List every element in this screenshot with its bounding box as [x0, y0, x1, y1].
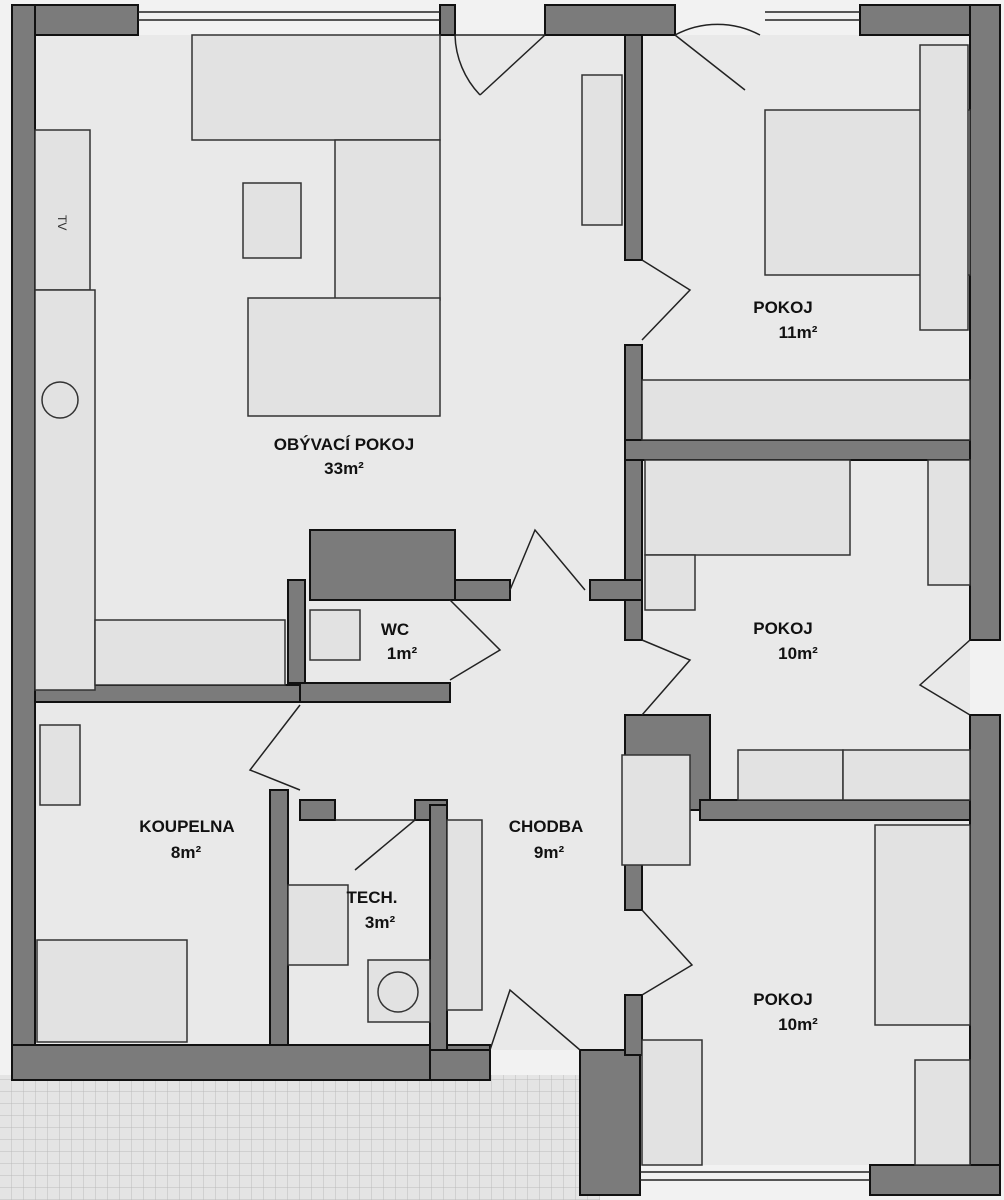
room-name-koupelna: KOUPELNA — [139, 817, 234, 836]
walls — [11, 4, 1001, 1196]
tv-label: TV — [55, 215, 69, 230]
room-name-bedroom-3: POKOJ — [753, 990, 813, 1009]
terrace — [0, 1075, 600, 1200]
room-area-living: 33m² — [324, 459, 364, 478]
room-area-bedroom-1: 11m² — [779, 323, 818, 342]
doors — [248, 23, 971, 1051]
room-area-bedroom-2: 10m² — [778, 644, 818, 663]
room-name-bedroom-1: POKOJ — [753, 298, 813, 317]
room-area-wc: 1m² — [387, 644, 418, 663]
room-name-chodba: CHODBA — [509, 817, 584, 836]
room-name-living: OBÝVACÍ POKOJ — [274, 435, 414, 454]
room-area-tech: 3m² — [365, 913, 396, 932]
windows — [138, 11, 870, 1181]
room-area-bedroom-3: 10m² — [778, 1015, 818, 1034]
furniture — [34, 34, 971, 1166]
room-labels: OBÝVACÍ POKOJ 33m² POKOJ 11m² POKOJ 10m²… — [139, 298, 818, 1034]
room-name-wc: WC — [381, 620, 409, 639]
room-name-bedroom-2: POKOJ — [753, 619, 813, 638]
room-name-tech: TECH. — [347, 888, 398, 907]
room-area-chodba: 9m² — [534, 843, 565, 862]
room-area-koupelna: 8m² — [171, 843, 202, 862]
